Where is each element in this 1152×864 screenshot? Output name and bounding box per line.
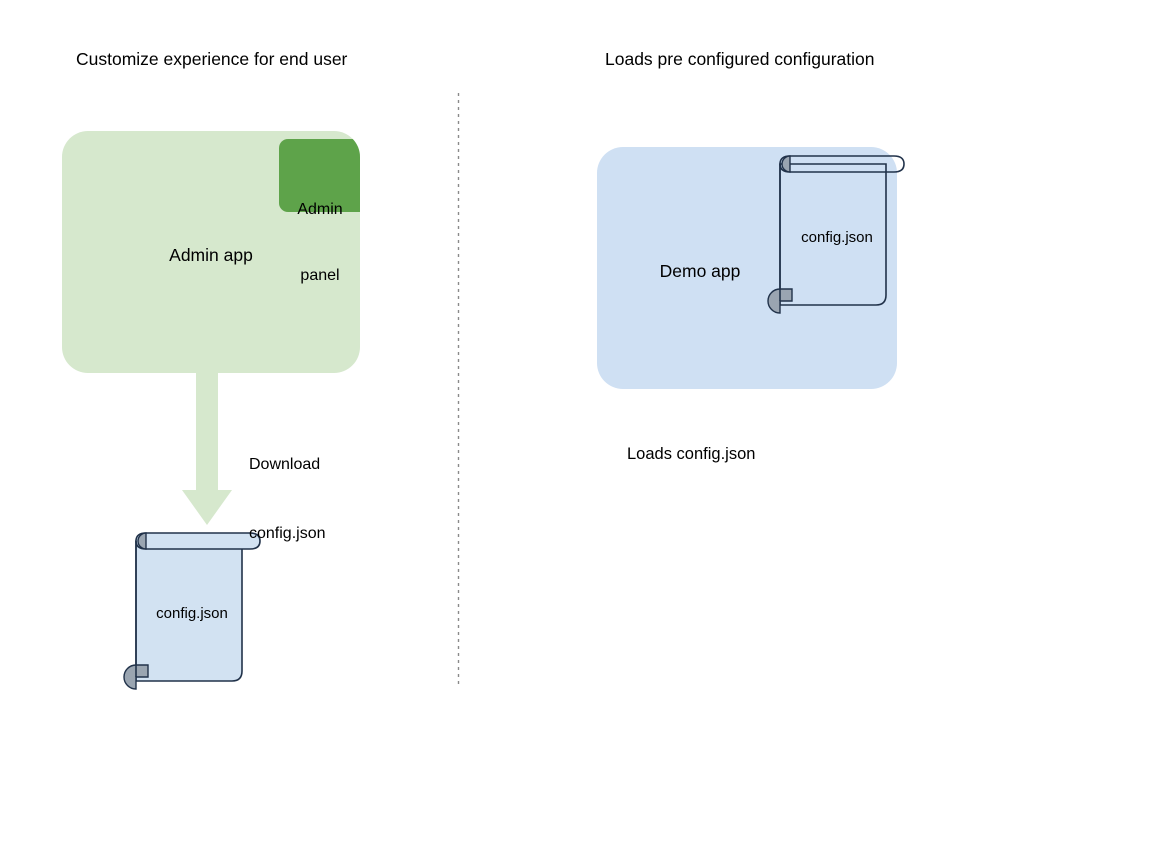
admin-panel-box[interactable] — [279, 139, 369, 212]
demo-app-box[interactable] — [597, 147, 897, 389]
admin-panel-label-line2: panel — [300, 267, 340, 285]
admin-app-label: Admin app — [169, 245, 253, 265]
admin-panel-label-line1: Admin — [297, 201, 343, 219]
admin-panel-label: Admin panel — [279, 155, 361, 332]
download-arrow-label: Download config.json — [249, 409, 326, 591]
download-arrow-label-line2: config.json — [249, 524, 326, 542]
right-column-heading: Loads pre configured configuration — [605, 49, 875, 69]
left-column-heading: Customize experience for end user — [76, 49, 348, 69]
loads-config-caption: Loads config.json — [627, 445, 756, 463]
demo-app-label: Demo app — [659, 261, 741, 281]
left-config-document[interactable] — [123, 532, 261, 690]
right-config-document-label: config.json — [801, 229, 873, 246]
left-config-document-label: config.json — [156, 605, 228, 622]
download-arrow — [182, 373, 232, 525]
download-arrow-label-line1: Download — [249, 456, 321, 474]
right-config-document[interactable] — [767, 155, 905, 314]
